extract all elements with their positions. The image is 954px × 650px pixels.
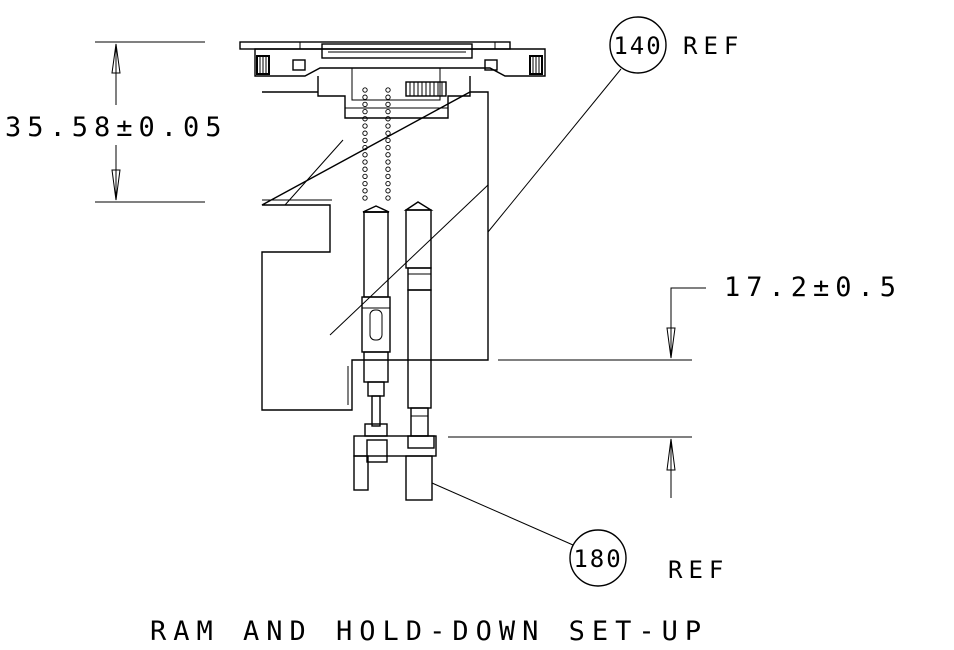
dimension-right [448,287,706,498]
spring-coil-dot [362,173,368,180]
spring-coil-dot [385,108,391,115]
spring-coil-dot [362,108,368,115]
spring-coil-dot [385,144,391,151]
spring-coil-dot [362,188,368,194]
drawing-caption: RAM AND HOLD-DOWN SET-UP [150,616,708,647]
coil-spring [362,87,391,201]
spring-cup [317,68,471,119]
spring-coil-dot [385,173,391,180]
spring-coil-dot [362,130,368,136]
dimension-right-label: 17.2±0.5 [724,272,902,303]
balloon-180-ref: REF [668,556,729,584]
balloon-140-number: 140 [613,32,662,60]
balloon-180-number: 180 [573,545,622,573]
spring-coil-dot [362,159,368,165]
dimension-top [95,41,205,203]
spring-coil-dot [362,195,368,201]
bottom-clamp [353,423,437,501]
spring-coil-dot [362,144,368,151]
spring-coil-dot [385,87,391,93]
spring-coil-dot [362,123,368,129]
spring-coil-dot [385,188,391,194]
spring-coil-dot [362,116,368,122]
spring-coil-dot [362,137,368,144]
body-block [261,91,489,411]
top-plate [239,41,546,77]
leader-140 [284,16,667,336]
spring-coil-dot [362,166,368,172]
spring-coil-dot [362,180,368,187]
spring-coil-dot [385,94,391,100]
spring-coil-dot [385,101,391,108]
hold-down-rod [403,201,434,437]
spring-coil-dot [385,130,391,136]
spring-coil-dot [385,152,391,158]
spring-coil-dot [362,101,368,108]
spring-coil-dot [385,180,391,187]
spring-coil-dot [385,195,391,201]
dimension-top-label: 35.58±0.05 [5,112,228,143]
spring-coil-dot [385,123,391,129]
leader-180 [431,482,627,587]
spring-coil-dot [362,152,368,158]
spring-coil-dot [362,94,368,100]
balloon-140-ref: REF [683,32,744,60]
spring-coil-dot [385,159,391,165]
spring-coil-dot [362,87,368,93]
spring-coil-dot [385,137,391,144]
ram-rod [361,205,391,427]
spring-coil-dot [385,166,391,172]
spring-coil-dot [385,116,391,122]
